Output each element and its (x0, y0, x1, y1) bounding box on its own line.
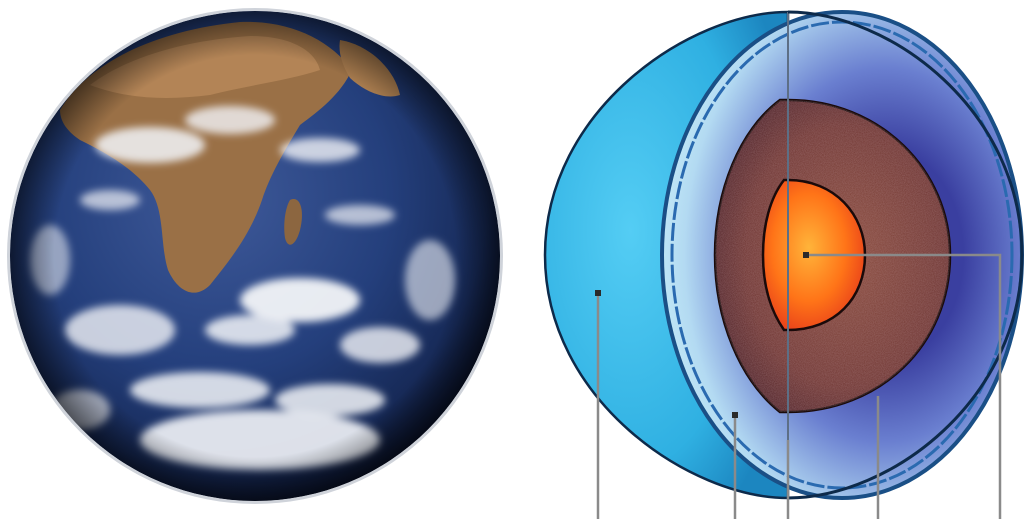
earth-interior-cutaway (543, 10, 1024, 500)
leader-lines (596, 253, 1002, 519)
leader-dot-crust (595, 290, 601, 296)
earth-limb-shade (10, 11, 500, 501)
leader-dot-mantle (732, 412, 738, 418)
crust-ring-inner (670, 20, 1014, 490)
leader-dot-inner-core (803, 252, 809, 258)
leader-dots (595, 252, 809, 418)
leader-line-inner-core (806, 253, 1002, 519)
earth-photo (7, 8, 503, 504)
cutaway-outline (787, 10, 1024, 500)
